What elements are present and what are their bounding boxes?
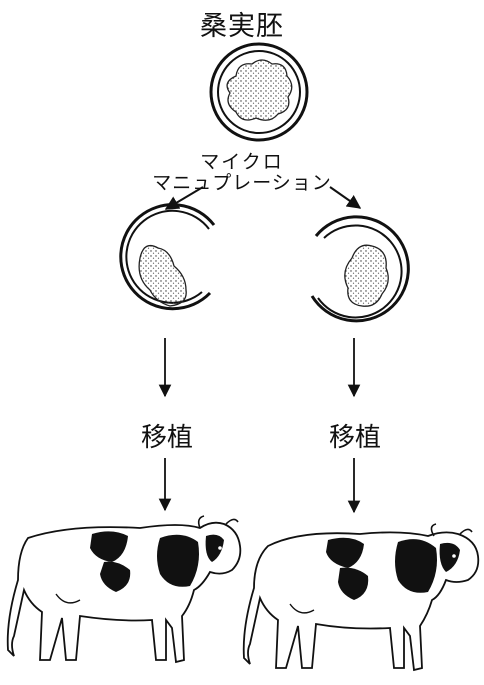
morula-embryo: [211, 44, 307, 140]
cow-left: [8, 516, 241, 662]
demi-embryo-right: [312, 217, 408, 321]
transplant-label-left: 移植: [112, 417, 222, 454]
morula-title: 桑実胚: [0, 4, 484, 43]
demi-embryo-right-cells: [345, 245, 388, 306]
process-label-line2: マニュプレーション: [0, 168, 484, 195]
demi-embryo-left-cells: [139, 246, 186, 306]
cow-left-eye: [218, 546, 222, 550]
cow-right: [244, 524, 479, 670]
cow-right-eye: [452, 554, 456, 558]
morula-cell-mass: [227, 60, 292, 120]
transplant-label-right: 移植: [300, 417, 410, 454]
demi-embryo-left: [121, 205, 214, 309]
